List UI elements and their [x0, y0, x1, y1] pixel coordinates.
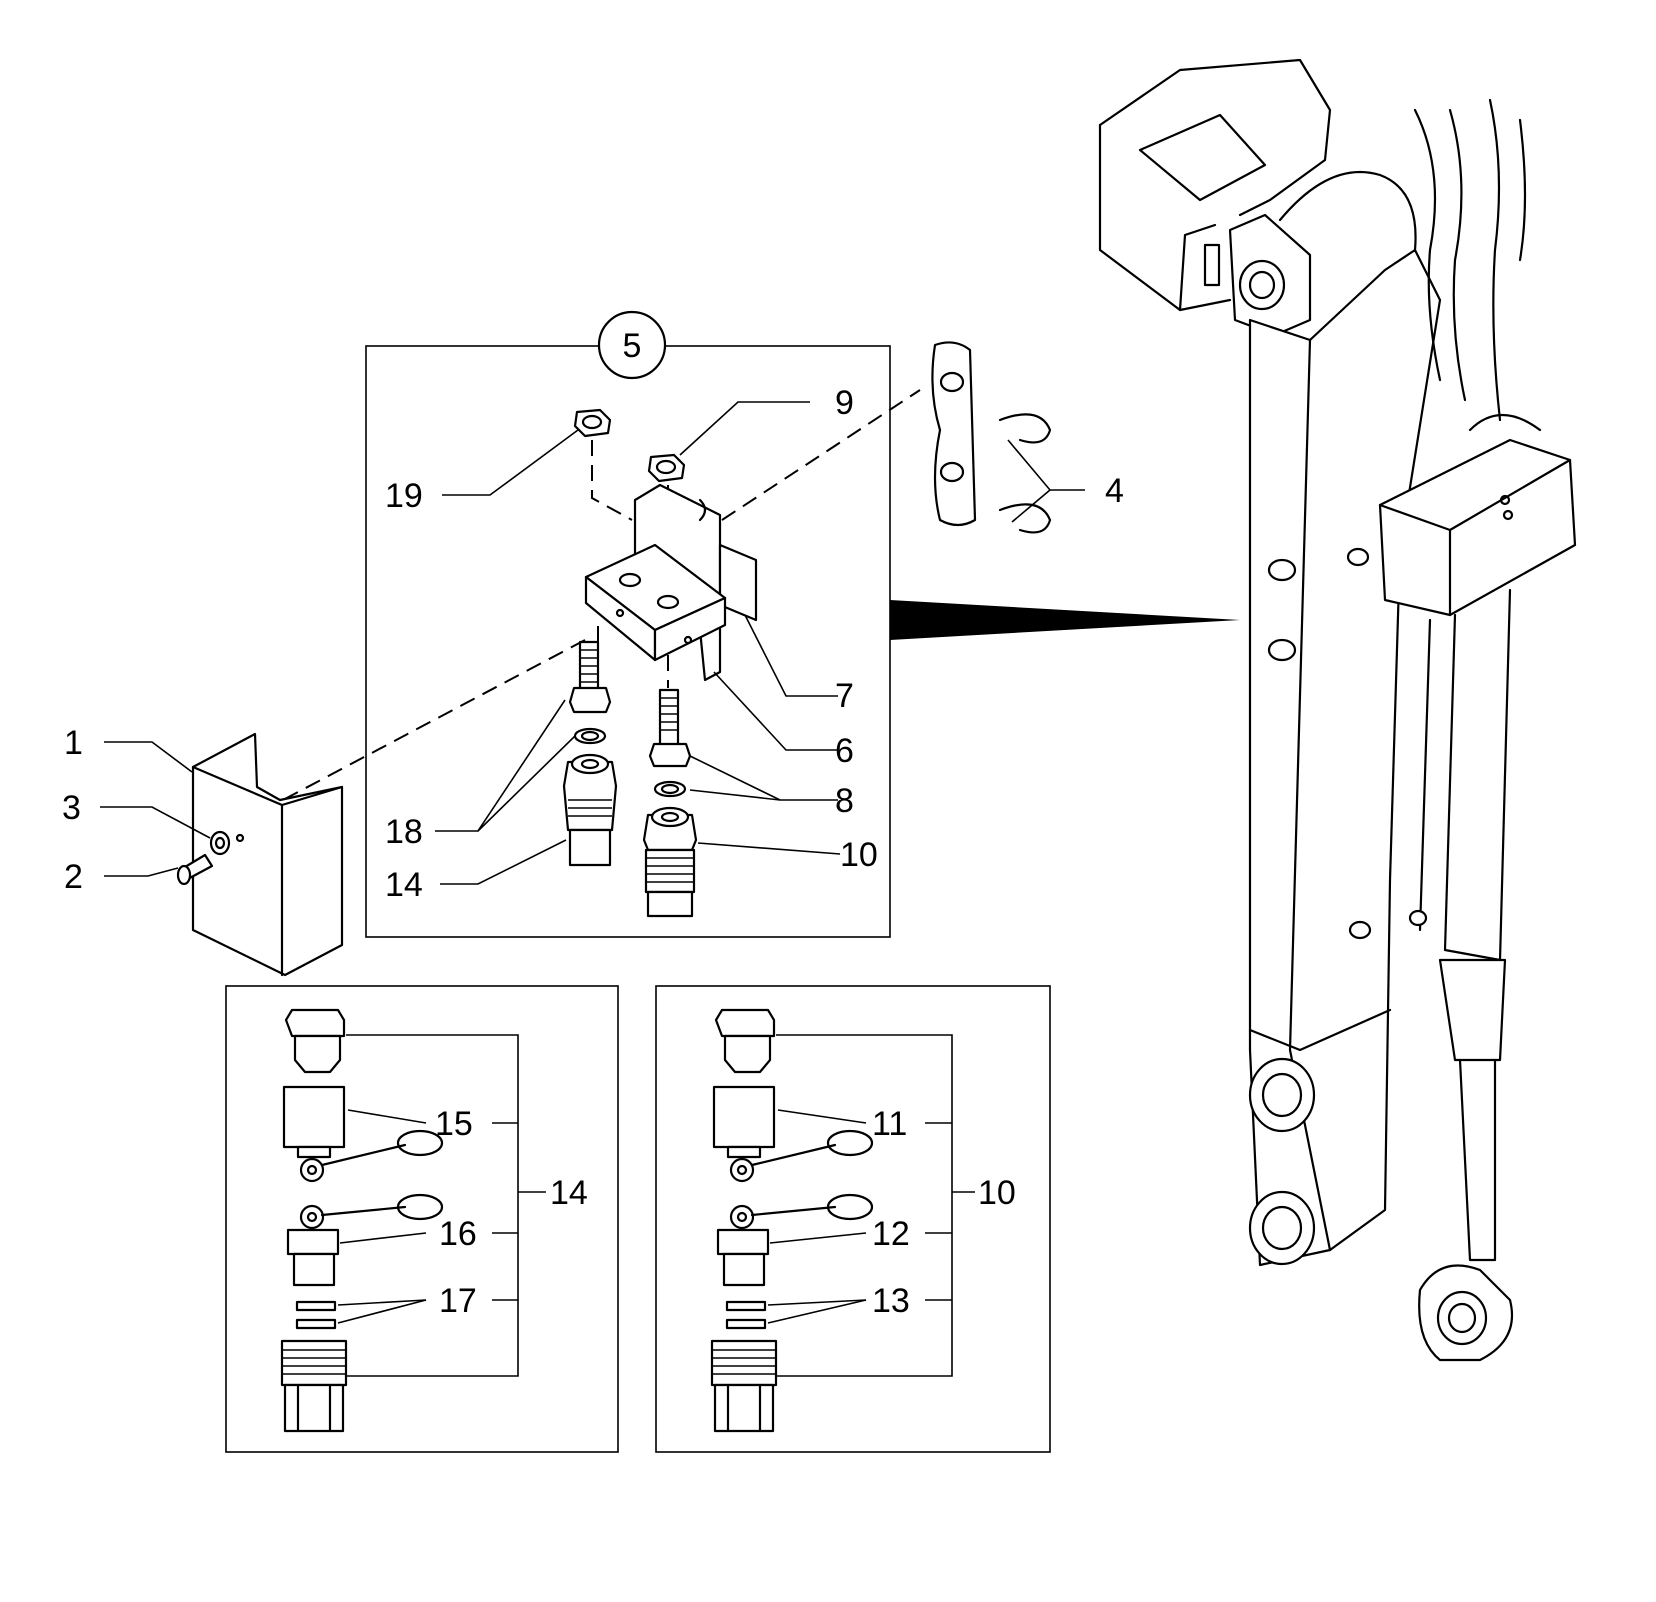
- coupling-10-exploded-icon: [710, 1008, 874, 1433]
- callout-5-label: 5: [623, 327, 642, 365]
- callout-2: 2: [64, 858, 83, 896]
- callout-18: 18: [385, 813, 423, 851]
- nut-9-icon: [647, 453, 686, 483]
- callout-10: 10: [840, 836, 878, 874]
- callout-12: 12: [872, 1215, 910, 1253]
- detail-14-bracket-lines: [337, 1034, 546, 1377]
- detail-10-bracket-lines: [767, 1034, 975, 1377]
- callout-6: 6: [835, 732, 854, 770]
- clamp-plate-icon: [931, 341, 1052, 534]
- mounting-bracket-icon: [584, 483, 758, 682]
- callout-3: 3: [62, 789, 81, 827]
- cover-plate-icon: [191, 732, 344, 977]
- detail-box-14: [225, 985, 619, 1453]
- callout-17: 17: [439, 1282, 477, 1320]
- leader-lines: [100, 401, 1085, 885]
- callout-9: 9: [835, 384, 854, 422]
- callout-1: 1: [64, 724, 83, 762]
- callout-7: 7: [835, 677, 854, 715]
- callout-19: 19: [385, 477, 423, 515]
- detail-box-5: [365, 345, 891, 938]
- callout-10-group: 10: [978, 1174, 1016, 1212]
- callout-5: 5: [597, 310, 667, 380]
- detail-box-10: [655, 985, 1051, 1453]
- nut-19-icon: [573, 408, 612, 438]
- coupling-right-icon: [642, 688, 698, 918]
- callout-15: 15: [435, 1105, 473, 1143]
- callout-13: 13: [872, 1282, 910, 1320]
- callout-4: 4: [1105, 472, 1124, 510]
- callout-8: 8: [835, 782, 854, 820]
- detail-pointer-wedge: [890, 600, 1240, 640]
- excavator-arm-illustration: [1098, 58, 1577, 1362]
- bolt-2-icon: [176, 853, 214, 886]
- callout-14: 14: [385, 866, 423, 904]
- coupling-14-exploded-icon: [280, 1008, 444, 1433]
- washer-3-icon: [209, 830, 231, 856]
- callout-14-group: 14: [550, 1174, 588, 1212]
- coupling-left-icon: [562, 640, 618, 867]
- callout-16: 16: [439, 1215, 477, 1253]
- callout-11: 11: [872, 1105, 907, 1143]
